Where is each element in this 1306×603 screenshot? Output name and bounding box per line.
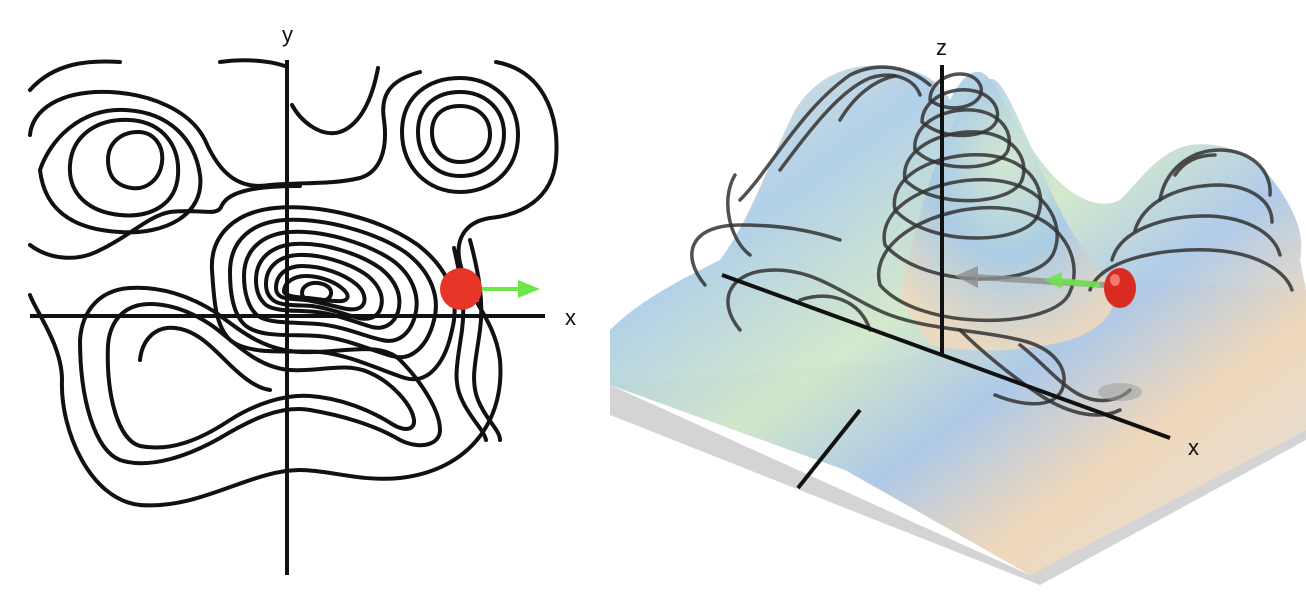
contour-line (105, 302, 417, 450)
contour-lines (28, 58, 559, 508)
surface-plot: x z (610, 35, 1306, 585)
contour-plot-panel: y x (0, 0, 600, 598)
current-point[interactable] (1104, 268, 1136, 308)
current-point[interactable] (440, 268, 482, 310)
surface-contour (876, 205, 1076, 323)
surface-contours (690, 65, 1294, 417)
contour-line (138, 325, 272, 392)
surface-contour (1158, 148, 1272, 202)
surface-contour (778, 73, 922, 172)
x-axis-label: x (1188, 435, 1199, 460)
contour-line (28, 59, 122, 92)
contour-line (254, 241, 402, 330)
surface-contour (892, 153, 1043, 240)
contour-line (242, 229, 419, 343)
surface-contour (690, 223, 842, 287)
base-plane-edge (610, 385, 1306, 585)
surface-contour (726, 268, 1066, 406)
contour-plot: y x (28, 22, 576, 575)
y-axis (796, 408, 862, 490)
contour-line (400, 76, 520, 194)
surface-contour (913, 108, 1012, 169)
x-axis-label: x (565, 305, 576, 330)
surface-plot-panel: x z (600, 0, 1306, 598)
contour-line (28, 184, 302, 260)
surface-contour (958, 328, 1122, 417)
gradient-arrow (1044, 272, 1101, 289)
surface-contour (798, 294, 872, 332)
contour-line (67, 117, 181, 218)
surface-contour (902, 130, 1026, 203)
contour-line (218, 58, 287, 68)
contour-line (274, 264, 367, 312)
contour-line (282, 274, 350, 304)
point-shadow (1098, 383, 1142, 401)
y-axis-label: y (282, 22, 293, 47)
surface-contour (838, 74, 897, 122)
surface-contour (738, 65, 932, 202)
x-axis (721, 273, 1171, 440)
contour-line (106, 130, 165, 191)
contour-line (228, 217, 438, 360)
contour-line (38, 107, 203, 235)
surface-contour (920, 88, 1000, 138)
contour-line (78, 285, 442, 466)
z-axis-label: z (936, 35, 947, 60)
contour-line (290, 66, 380, 136)
surface-contour (1133, 183, 1274, 232)
contour-line (300, 280, 334, 304)
surface-contour (1088, 248, 1294, 292)
surface-contour (1110, 214, 1282, 262)
contour-line (416, 90, 506, 178)
surface-contour (928, 72, 983, 110)
point-highlight (1110, 274, 1120, 286)
contour-line (430, 104, 492, 164)
contour-line (209, 205, 457, 382)
surface-contour (1173, 153, 1217, 177)
contour-line (28, 60, 559, 508)
surface-contour (726, 173, 752, 257)
